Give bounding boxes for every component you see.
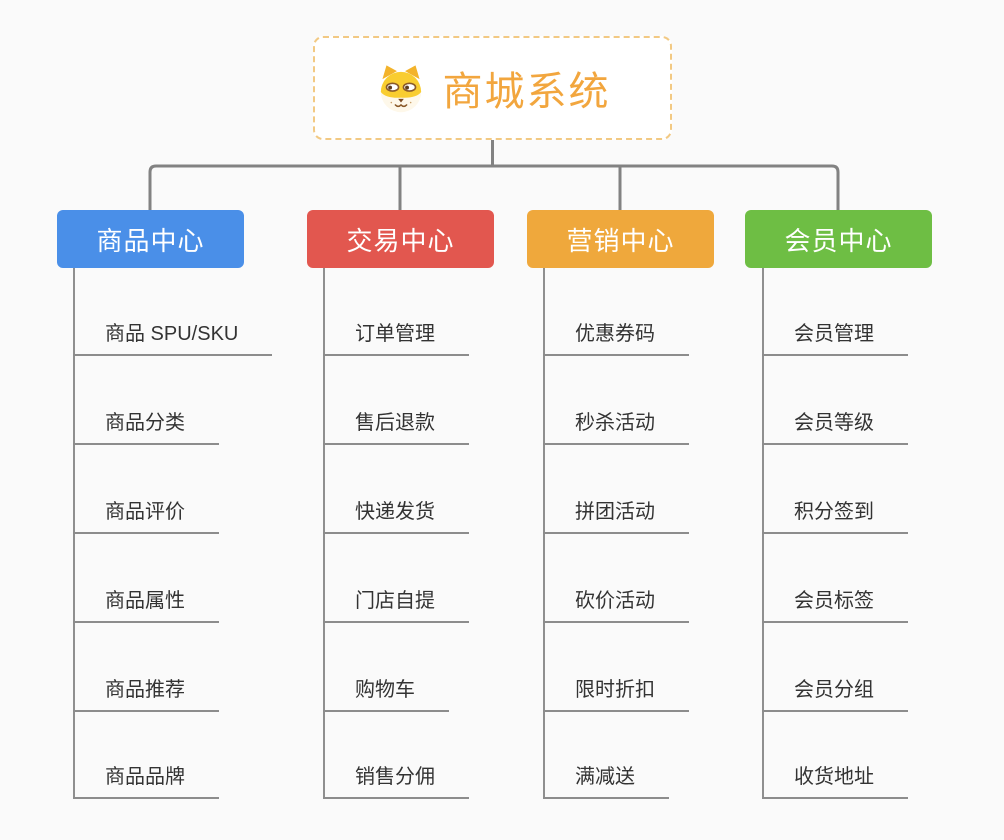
- node-item-product-spu-sku[interactable]: 商品 SPU/SKU: [73, 321, 273, 356]
- node-item-order-management[interactable]: 订单管理: [323, 321, 469, 356]
- branch-box-member-center[interactable]: 会员中心: [745, 210, 932, 268]
- node-item-sales-commission[interactable]: 销售分佣: [323, 764, 469, 799]
- node-item-member-group[interactable]: 会员分组: [762, 677, 908, 712]
- node-item-store-pickup[interactable]: 门店自提: [323, 588, 469, 623]
- node-item-member-level[interactable]: 会员等级: [762, 410, 908, 445]
- root-node[interactable]: 商城系统: [313, 36, 672, 140]
- node-item-spend-save[interactable]: 满减送: [543, 764, 669, 799]
- node-item-flash-sale[interactable]: 秒杀活动: [543, 410, 689, 445]
- node-item-product-recommend[interactable]: 商品推荐: [73, 677, 219, 712]
- root-title: 商城系统: [442, 70, 611, 114]
- node-item-shopping-cart[interactable]: 购物车: [323, 677, 449, 712]
- node-item-product-attribute[interactable]: 商品属性: [73, 588, 219, 623]
- node-item-product-review[interactable]: 商品评价: [73, 499, 219, 534]
- node-item-coupon-code[interactable]: 优惠券码: [543, 321, 689, 356]
- node-item-limited-time-discount[interactable]: 限时折扣: [543, 677, 689, 712]
- dog-face-icon: [375, 63, 427, 113]
- node-item-shipping-address[interactable]: 收货地址: [762, 764, 908, 799]
- node-item-bargain-activity[interactable]: 砍价活动: [543, 588, 689, 623]
- branch-box-trade-center[interactable]: 交易中心: [307, 210, 494, 268]
- branch-box-product-center[interactable]: 商品中心: [57, 210, 244, 268]
- node-item-aftersale-refund[interactable]: 售后退款: [323, 410, 469, 445]
- node-item-group-buy[interactable]: 拼团活动: [543, 499, 689, 534]
- node-item-points-checkin[interactable]: 积分签到: [762, 499, 908, 534]
- node-item-express-delivery[interactable]: 快递发货: [323, 499, 469, 534]
- node-item-member-tag[interactable]: 会员标签: [762, 588, 908, 623]
- node-item-product-category[interactable]: 商品分类: [73, 410, 219, 445]
- node-item-product-brand[interactable]: 商品品牌: [73, 764, 219, 799]
- node-item-member-management[interactable]: 会员管理: [762, 321, 908, 356]
- branch-box-marketing-center[interactable]: 营销中心: [527, 210, 714, 268]
